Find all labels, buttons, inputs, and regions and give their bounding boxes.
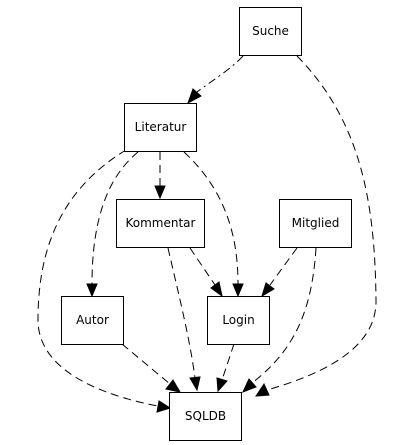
edge-literatur-autor	[86, 151, 139, 298]
node-sqldb-label: SQLDB	[185, 409, 226, 423]
node-login-label: Login	[222, 313, 254, 327]
node-autor-label: Autor	[76, 313, 109, 327]
node-login: Login	[207, 296, 270, 345]
node-autor: Autor	[61, 296, 124, 345]
node-kommentar: Kommentar	[116, 199, 205, 248]
node-sqldb: SQLDB	[169, 392, 242, 441]
edge-literatur-login	[183, 151, 244, 298]
edge-literatur-sqldb	[37, 149, 172, 413]
nodes: Suche Literatur Kommentar Mitglied Autor…	[61, 7, 352, 441]
node-suche-label: Suche	[252, 24, 289, 38]
edge-mitglied-sqldb	[242, 247, 317, 393]
edges	[37, 55, 377, 413]
node-suche: Suche	[239, 7, 302, 56]
node-kommentar-label: Kommentar	[126, 216, 196, 230]
edge-suche-sqldb	[255, 55, 377, 397]
edge-autor-sqldb	[121, 343, 182, 393]
edge-kommentar-sqldb	[167, 247, 201, 392]
edge-literatur-kommentar	[154, 152, 166, 200]
edge-mitglied-login	[261, 247, 298, 298]
node-mitglied-label: Mitglied	[292, 216, 340, 230]
edge-suche-literatur	[187, 55, 244, 105]
node-mitglied: Mitglied	[279, 199, 352, 248]
node-literatur: Literatur	[124, 103, 197, 152]
edge-kommentar-login	[189, 247, 223, 298]
node-literatur-label: Literatur	[135, 120, 187, 134]
edge-login-sqldb	[216, 343, 235, 393]
